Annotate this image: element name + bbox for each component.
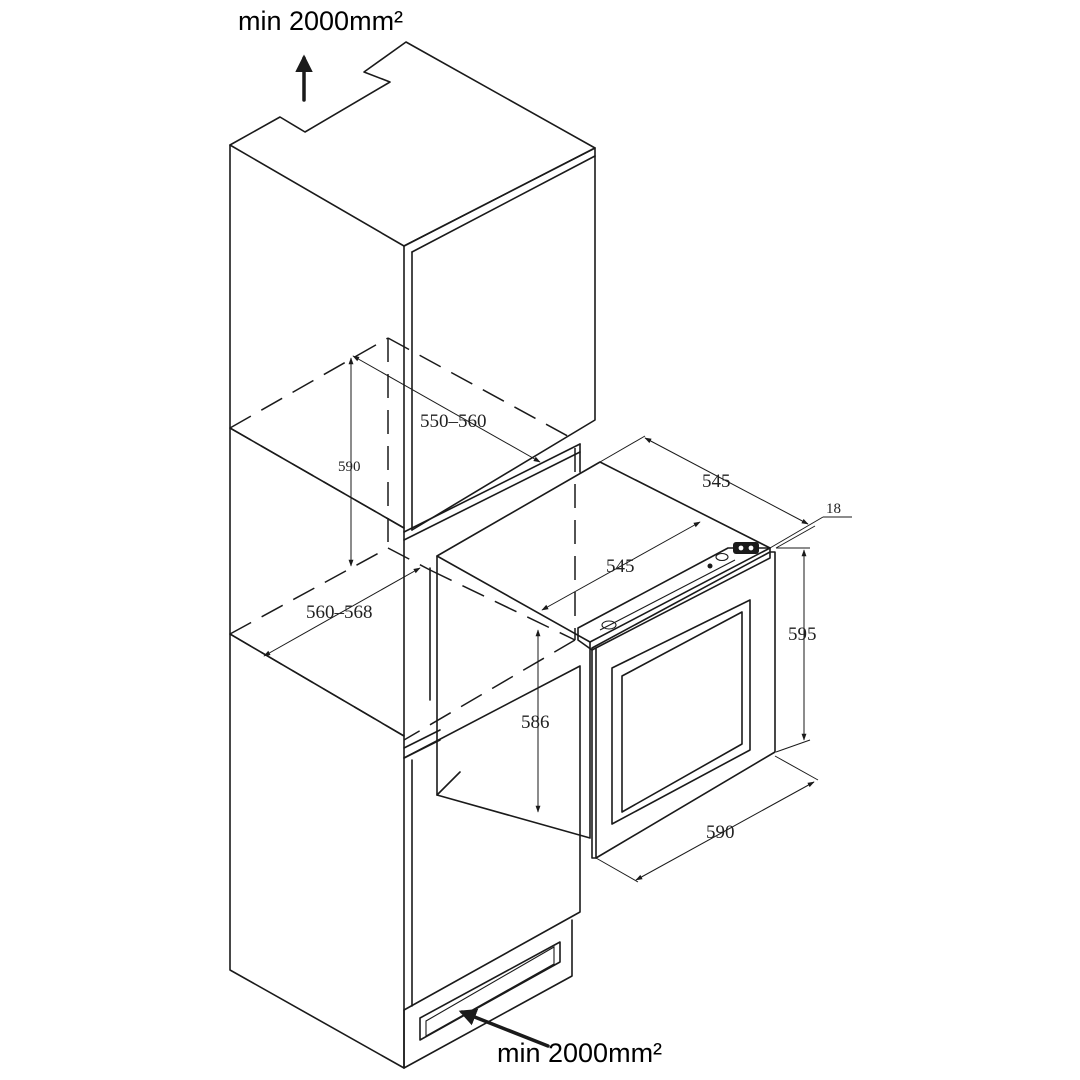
shelf-lower-edge [229, 633, 405, 737]
upper-door [403, 147, 596, 531]
shelf-upper-edge [229, 427, 405, 529]
dim-depth-side-line [541, 521, 701, 611]
door-glass-outer [611, 599, 751, 825]
label-width: 590 [706, 822, 735, 843]
control-strip [577, 547, 771, 651]
airflow-bottom-arrow [458, 1009, 550, 1048]
airflow-bottom: min 2000mm² [458, 1009, 662, 1068]
appliance [429, 461, 776, 859]
dimension-labels: 550–560 590 560–568 545 18 545 595 586 5… [306, 411, 841, 843]
dim-ext-2 [775, 525, 816, 549]
control-knob-mid-icon [715, 552, 729, 562]
lower-door [403, 665, 581, 1011]
door-glass-inner [621, 611, 743, 813]
niche-top-rail [403, 443, 581, 533]
dim-niche-depth-line [352, 355, 541, 463]
dim-w-ext-left [595, 857, 639, 883]
appliance-side [436, 555, 591, 839]
cabinet-top-face [229, 41, 596, 247]
lower-door-top-edge [403, 729, 441, 749]
airflow-bottom-label: min 2000mm² [497, 1038, 662, 1068]
control-panel-display-icon [733, 542, 759, 554]
control-button-1-icon [738, 545, 744, 551]
dim-niche-width-line [263, 567, 421, 657]
dimension-lines [263, 355, 852, 883]
dim-h-ext-bot [775, 739, 811, 753]
label-door-thickness: 18 [826, 501, 841, 517]
cabinet-left-side [229, 144, 405, 1069]
dim-w-ext-right [774, 755, 819, 781]
indicator-dot-icon [707, 563, 713, 569]
label-depth-top: 545 [702, 471, 731, 492]
dim-depth-top-line [644, 437, 809, 525]
tall-cabinet [229, 41, 596, 1069]
niche-top-rail-lower [403, 451, 581, 541]
control-button-2-icon [748, 545, 754, 551]
label-niche-width: 560–568 [306, 602, 373, 623]
label-height-side: 586 [521, 712, 550, 733]
label-depth-side: 545 [606, 556, 635, 577]
label-height-front: 595 [788, 624, 817, 645]
label-niche-height: 590 [338, 459, 361, 475]
label-niche-depth: 550–560 [420, 411, 487, 432]
airflow-top-label: min 2000mm² [238, 6, 403, 36]
dim-ext-1 [599, 435, 646, 463]
niche-outline [229, 337, 576, 741]
control-knob-left-icon [601, 620, 617, 630]
dim-width-line [635, 781, 815, 881]
plinth-vent-inner [425, 946, 555, 1037]
appliance-door [591, 551, 776, 859]
airflow-top: min 2000mm² [238, 6, 403, 102]
dim-door-ext [769, 516, 824, 549]
upper-door-top-bevel [411, 155, 596, 253]
plinth-vent-outer [419, 941, 561, 1041]
appliance-foot [436, 771, 461, 796]
lower-door-top-bevel [403, 739, 441, 759]
